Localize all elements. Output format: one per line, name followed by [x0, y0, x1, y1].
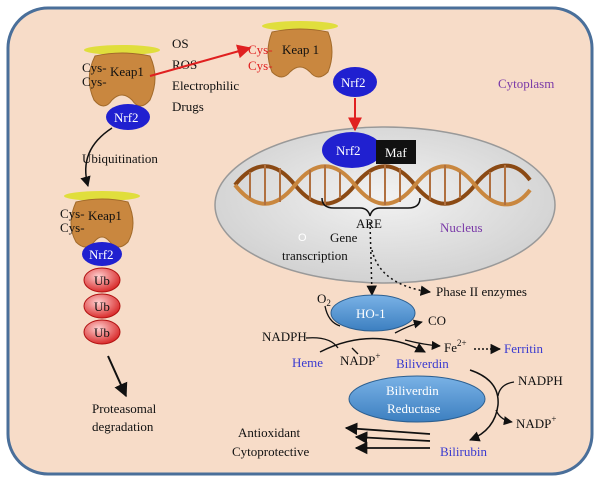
nadp-label: NADP+	[340, 351, 380, 368]
nrf2-label: Nrf2	[114, 110, 139, 125]
keap1-shape	[70, 198, 134, 248]
os-label: OS	[172, 36, 189, 51]
ho1-induction-arrow	[366, 221, 377, 297]
keap1-nrf2-complex	[84, 45, 160, 130]
co-arrow	[394, 319, 423, 334]
cys-label: Cys-	[248, 58, 273, 73]
are-label: ARE	[356, 216, 382, 231]
bvr-label: Biliverdin	[386, 383, 439, 398]
nrf2-free	[333, 67, 377, 97]
co-label: CO	[428, 313, 446, 328]
nrf2-label: Nrf2	[341, 75, 366, 90]
nrf2-top	[106, 104, 150, 130]
fe-label: Fe2+	[444, 338, 467, 355]
bilirubin-effect-arrow	[354, 431, 431, 444]
cys-label: Cys-	[248, 42, 273, 57]
cytoplasm-label: Cytoplasm	[498, 76, 554, 91]
dna-helix	[233, 163, 532, 207]
heme-label: Heme	[292, 355, 323, 370]
are-bracket	[321, 197, 421, 217]
nadph-arrow	[305, 337, 339, 349]
circle-mark: O	[298, 232, 307, 244]
maf-label: Maf	[385, 145, 407, 160]
cytoprotective-label: Cytoprotective	[232, 444, 309, 459]
keap1-nrf2-ub-complex	[64, 191, 140, 345]
keap1-free-complex	[262, 21, 338, 78]
nadph-label: NADPH	[262, 329, 307, 344]
heme-to-biliverdin-arrow	[319, 337, 426, 353]
ubiquitination-label: Ubiquitination	[82, 151, 158, 166]
stress-arrow	[149, 44, 252, 77]
biliverdin-to-bilirubin-arrow	[469, 369, 499, 442]
biliverdin-label: Biliverdin	[396, 356, 449, 371]
drugs-label: Drugs	[172, 99, 204, 114]
phase2-label: Phase II enzymes	[436, 284, 527, 299]
bilirubin-effect-arrow	[344, 422, 431, 436]
cys-label: Cys-	[60, 220, 85, 235]
ho1-enzyme	[330, 294, 416, 332]
keap1-shape	[88, 52, 156, 107]
keap1-shape	[267, 28, 333, 78]
bilirubin-label: Bilirubin	[440, 444, 487, 459]
fe-arrow	[404, 339, 441, 350]
nrf2-nucleus	[322, 132, 382, 168]
gene-label: Gene	[330, 230, 358, 245]
nadp-arrow	[495, 409, 513, 426]
keap1-cap	[64, 191, 140, 201]
ub-label: Ub	[94, 325, 110, 340]
keap1-label: Keap 1	[282, 42, 319, 57]
ubiquitination-arrow	[80, 127, 113, 188]
ub-2	[83, 293, 121, 319]
proteasomal-label: Proteasomal	[92, 401, 157, 416]
degradation-arrow	[107, 355, 128, 398]
maf-box	[376, 140, 416, 164]
ub-label: Ub	[94, 273, 110, 288]
nrf2-ub	[82, 242, 122, 266]
nadph-label: NADPH	[518, 373, 563, 388]
degradation-label: degradation	[92, 419, 154, 434]
ub-3	[83, 319, 121, 345]
keap1-label: Keap1	[88, 208, 122, 223]
cys-label: Cys-	[82, 74, 107, 89]
keap1-label: Keap1	[110, 64, 144, 79]
nrf2-label: Nrf2	[336, 143, 361, 158]
nrf2-label: Nrf2	[89, 247, 114, 262]
nucleus-label: Nucleus	[440, 220, 483, 235]
electrophilic-label: Electrophilic	[172, 78, 239, 93]
antioxidant-label: Antioxidant	[238, 425, 300, 440]
ferritin-label: Ferritin	[504, 341, 543, 356]
o2-arrow	[324, 305, 341, 327]
cys-label: Cys-	[82, 60, 107, 75]
nadph-arrow	[497, 381, 515, 397]
ub-label: Ub	[94, 299, 110, 314]
keap1-cap	[84, 45, 160, 55]
biliverdin-reductase-enzyme	[348, 375, 486, 423]
ub-1	[83, 267, 121, 293]
transcription-label: transcription	[282, 248, 348, 263]
nadp-arrow	[351, 347, 359, 355]
ho1-label: HO-1	[356, 306, 386, 321]
nadp-label: NADP+	[516, 414, 556, 431]
bvr-label: Reductase	[387, 401, 441, 416]
cys-label: Cys-	[60, 206, 85, 221]
o2-label: O2	[317, 291, 331, 308]
phase2-arrow	[371, 249, 432, 296]
keap1-cap	[262, 21, 338, 31]
